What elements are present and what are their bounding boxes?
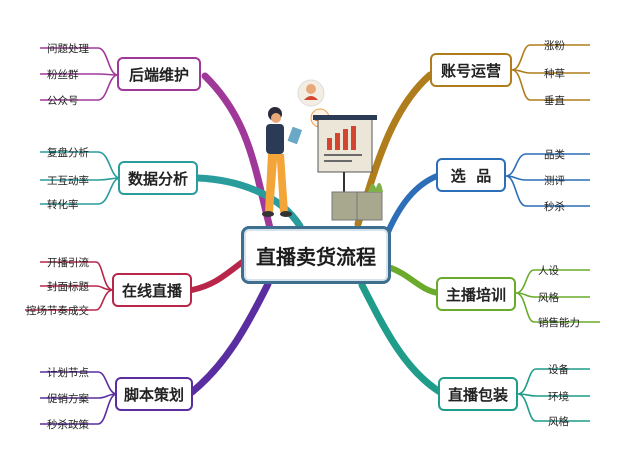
branch-connector-zaixian [189,257,248,293]
leaf-jiaoben-2: 秒杀政策 [47,419,89,431]
branch-connector-shuju [194,174,304,230]
leaf-jiaoben-1: 促销方案 [47,393,89,405]
leaf-bracket-baozhuang [517,368,590,422]
leaf-shuju-1: 工互动率 [47,175,89,187]
leaf-zaixian-1: 封面标题 [47,281,89,293]
branch-label-shuju: 数据分析 [127,169,188,188]
leaf-zhanghao-2: 垂直 [544,95,565,107]
branch-box-xuanpin: 选 品 [436,158,506,192]
branch-connector-baozhuang [358,281,444,396]
branch-connector-xuanpin [385,173,440,235]
leaf-shuju-0: 复盘分析 [47,147,89,159]
leaf-zaixian-0: 开播引流 [47,257,89,269]
branch-box-zhubo: 主播培训 [436,277,516,311]
branch-box-zhanghao: 账号运营 [430,53,512,87]
leaf-zhubo-1: 风格 [538,292,559,304]
branch-connector-houduan [201,72,274,232]
leaf-xuanpin-1: 测评 [544,175,565,187]
branch-label-zaixian: 在线直播 [121,281,182,300]
leaf-zhubo-2: 销售能力 [538,317,580,329]
leaf-bracket-shuju [40,151,121,205]
branch-label-zhanghao: 账号运营 [440,61,501,80]
leaf-zaixian-2: 控场节奏成交 [26,305,89,317]
branch-label-xuanpin: 选 品 [450,166,492,185]
branch-label-zhubo: 主播培训 [445,285,506,304]
branch-label-baozhuang: 直播包装 [447,385,508,404]
leaf-xuanpin-2: 秒杀 [544,201,565,213]
leaf-baozhuang-2: 风格 [548,416,569,428]
leaf-jiaoben-0: 计划节点 [47,367,89,379]
center-topic: 直播卖货流程 [241,226,391,284]
branch-box-zaixian: 在线直播 [112,273,192,307]
leaf-houduan-0: 问题处理 [47,43,89,55]
leaf-bracket-xuanpin [505,153,590,207]
branch-connector-zhubo [388,265,441,296]
leaf-houduan-1: 粉丝群 [47,69,79,81]
branch-connector-jiaoben [188,280,272,396]
leaf-bracket-jiaoben [40,371,118,425]
presenter-illustration [262,79,383,221]
leaf-baozhuang-0: 设备 [548,364,569,376]
leaf-baozhuang-1: 环境 [548,391,569,403]
branch-box-baozhuang: 直播包装 [438,377,518,411]
leaf-xuanpin-0: 品类 [544,149,565,161]
leaf-bracket-houduan [40,47,119,101]
leaf-zhubo-0: 人设 [538,265,559,277]
leaf-bracket-zhubo [515,269,600,323]
leaf-houduan-2: 公众号 [47,95,79,107]
branch-box-jiaoben: 脚本策划 [115,377,193,411]
branch-label-jiaoben: 脚本策划 [123,385,184,404]
branch-box-shuju: 数据分析 [118,161,198,195]
leaf-zhanghao-1: 种草 [544,68,565,80]
leaf-shuju-2: 转化率 [47,199,79,211]
leaf-bracket-zaixian [25,261,114,311]
leaf-bracket-zhanghao [511,44,590,101]
branch-box-houduan: 后端维护 [117,57,201,91]
branch-label-houduan: 后端维护 [128,65,189,84]
leaf-zhanghao-0: 涨粉 [544,40,565,52]
